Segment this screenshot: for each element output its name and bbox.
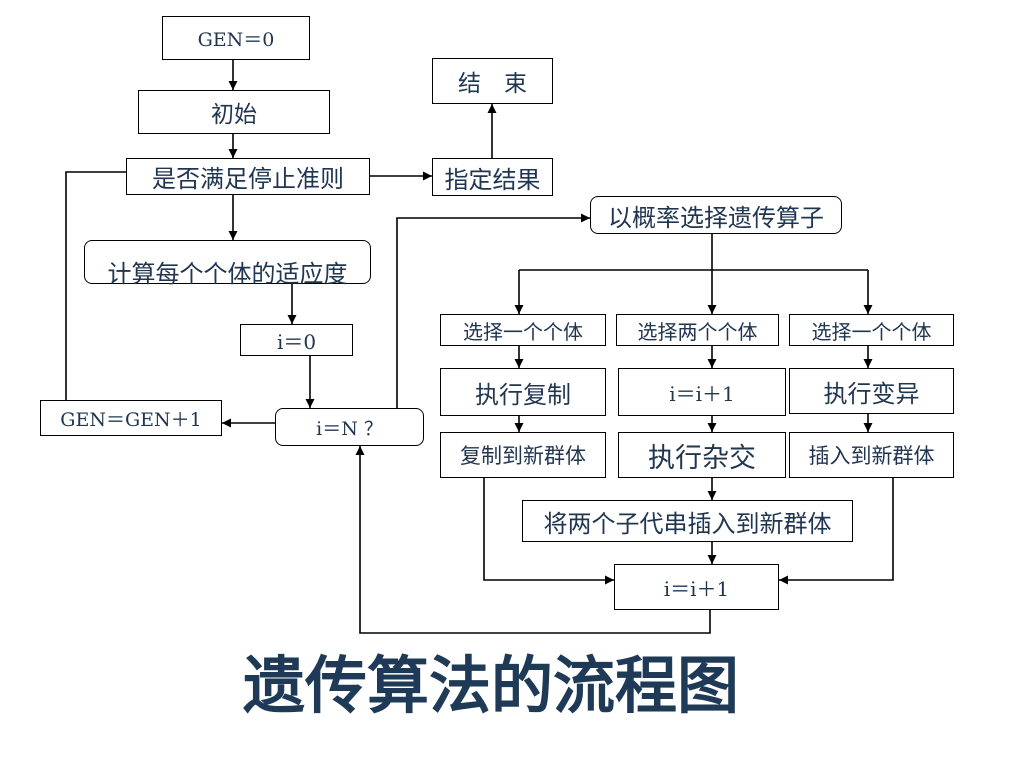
node-gen-increment: GEN＝GEN＋1 [40,400,222,436]
node-copy-to-new: 复制到新群体 [440,432,606,478]
node-select-operator: 以概率选择遗传算子 [590,196,842,234]
node-i-increment-bottom: i＝i＋1 [614,564,779,610]
node-i-equals-n: i＝N ？ [275,408,424,446]
node-insert-to-new: 插入到新群体 [789,432,954,478]
node-select-one-left: 选择一个个体 [440,314,606,346]
node-designate-result: 指定结果 [432,158,553,196]
node-init: 初始 [138,90,330,134]
node-i-increment-mid: i＝i＋1 [618,368,786,416]
node-fitness: 计算每个个体的适应度 [84,240,371,287]
node-stop-check: 是否满足停止准则 [126,158,370,195]
node-i-zero: i＝0 [240,324,353,356]
node-do-crossover: 执行杂交 [618,432,786,478]
node-end: 结 束 [432,58,553,104]
arrow-i-equals-n-to-select-operator [396,213,590,408]
diagram-title: 遗传算法的流程图 [242,649,739,722]
node-select-one-right: 选择一个个体 [789,314,954,346]
node-insert-children: 将两个子代串插入到新群体 [522,500,853,542]
node-gen-zero: GEN＝0 [162,16,310,60]
line-gen-increment-to-stop-check [65,171,126,400]
arrow-i-increment-loop-to-i-equals-n [355,446,711,634]
arrow-copy-new-to-i-increment [483,478,614,585]
arrow-insert-new-to-i-increment [779,478,894,585]
node-do-mutation: 执行变异 [789,368,954,414]
node-select-two: 选择两个个体 [616,314,779,346]
node-do-copy: 执行复制 [440,368,606,416]
